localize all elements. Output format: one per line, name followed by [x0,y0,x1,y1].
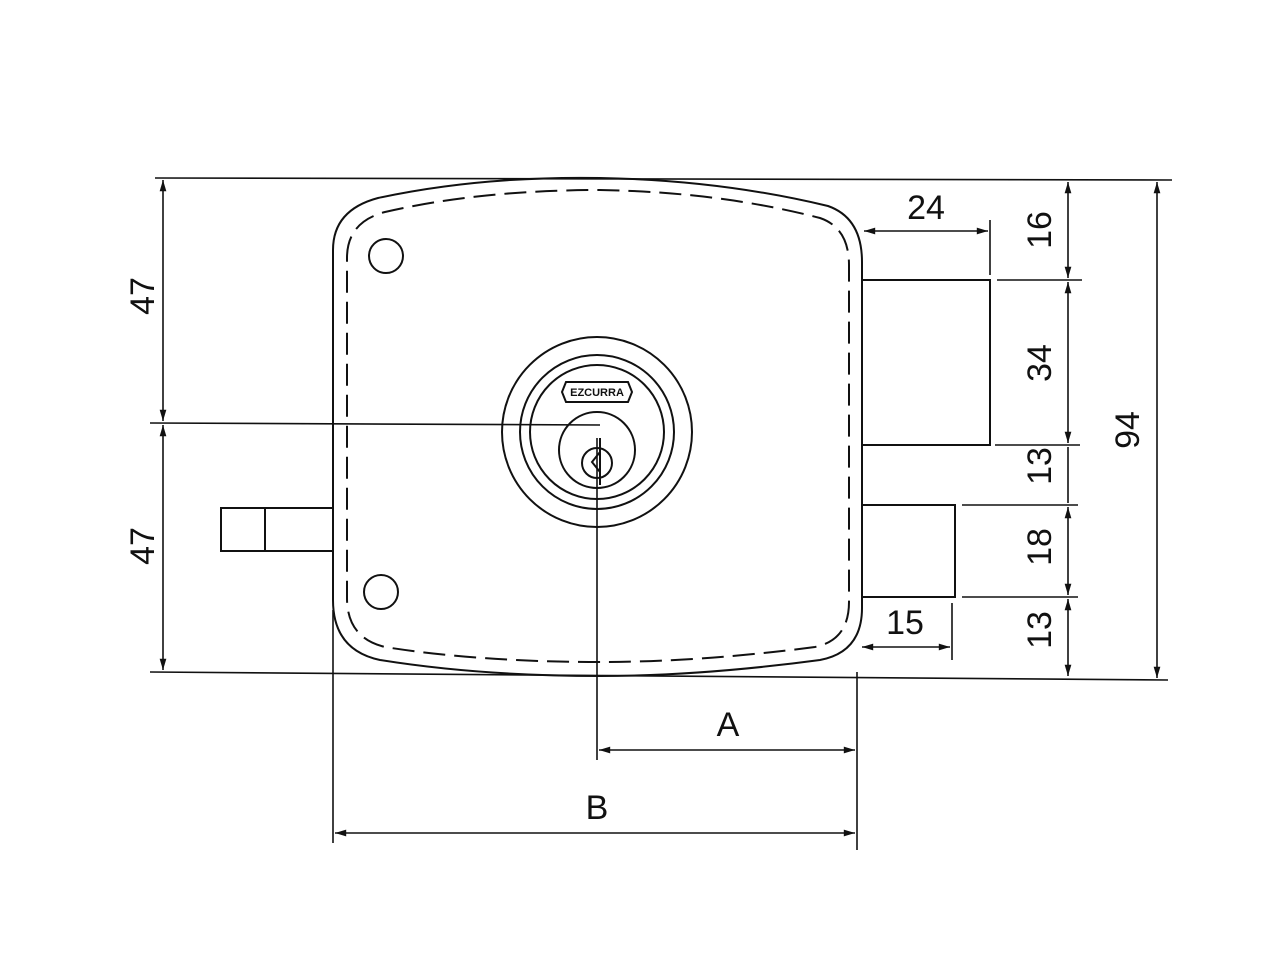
left-latch [220,507,334,552]
lock-body [332,176,863,678]
dim-right-34: 34 [1021,344,1059,382]
dim-right-13-lower: 13 [1021,611,1059,649]
dim-latch-width: 15 [886,604,924,642]
screw-hole-bottom [363,574,399,610]
screw-hole-top [368,238,404,274]
cylinder: EZCURRA [501,336,693,528]
dim-right-18: 18 [1021,528,1059,566]
keyway-icon [581,447,613,479]
dim-right-13-upper: 13 [1021,447,1059,485]
deadbolt [861,279,991,446]
dim-backset-a: A [717,706,740,744]
brand-label: EZCURRA [570,387,624,399]
dim-width-b: B [586,789,609,827]
latch-bolt [861,504,956,598]
dim-total-height: 94 [1109,411,1147,449]
dim-left-upper: 47 [124,277,162,315]
extension-lines [149,177,1173,850]
dim-right-16: 16 [1021,211,1059,249]
brand-plate [560,381,634,403]
dimension-lines [159,180,1161,837]
dim-left-lower: 47 [124,527,162,565]
dim-bolt-width: 24 [907,189,945,227]
